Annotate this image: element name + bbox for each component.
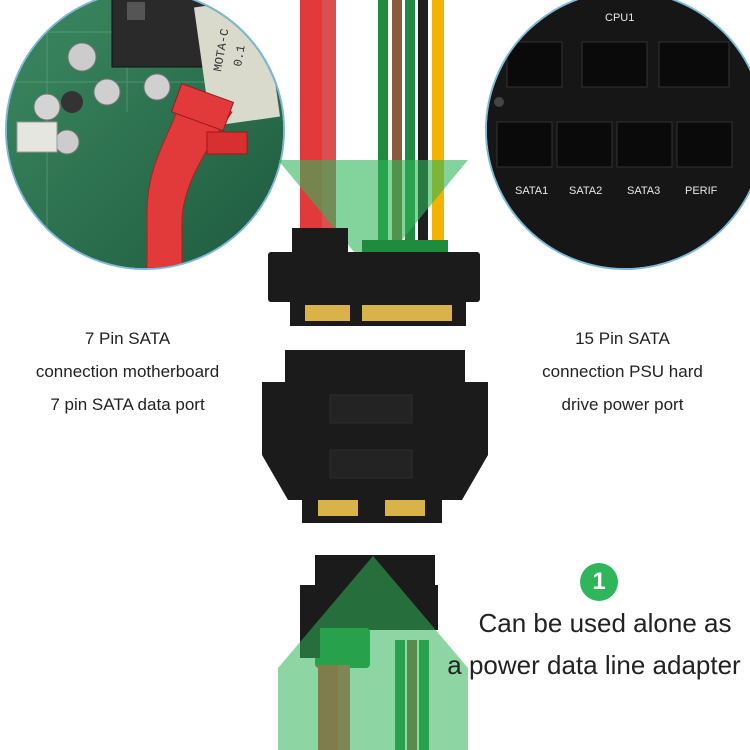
up-arrow: [278, 556, 468, 750]
right-caption-line-1: 15 Pin SATA: [575, 329, 670, 348]
psu-label-cpu: CPU1: [605, 12, 635, 24]
step-number-badge: 1: [580, 563, 618, 601]
middle-adapter: [262, 350, 488, 523]
psu-illustration: [487, 0, 750, 268]
right-caption-line-2: connection PSU hard: [542, 362, 703, 381]
usage-note-line-1: Can be used alone as: [478, 608, 732, 638]
down-arrow: [278, 160, 468, 275]
motherboard-closeup: MOTA-C 0.1: [5, 0, 285, 270]
psu-label-sata3: SATA3: [627, 185, 661, 197]
usage-note: Can be used alone as a power data line a…: [447, 602, 750, 686]
left-caption-line-2: connection motherboard: [35, 362, 220, 381]
right-caption-line-3: drive power port: [561, 395, 684, 414]
motherboard-illustration: MOTA-C 0.1: [7, 0, 283, 268]
left-caption: 7 Pin SATA connection motherboard 7 pin …: [0, 322, 255, 421]
left-caption-line-3: 7 pin SATA data port: [50, 395, 205, 414]
psu-closeup: CPU1 SATA1 SATA2 SATA3 PERIF: [485, 0, 750, 270]
usage-note-line-2: a power data line adapter: [447, 650, 741, 680]
psu-label-sata2: SATA2: [569, 185, 603, 197]
right-caption: 15 Pin SATA connection PSU hard drive po…: [495, 322, 750, 421]
left-caption-line-1: 7 Pin SATA: [84, 329, 171, 348]
top-connector: [268, 228, 480, 326]
capacitors: [33, 42, 171, 155]
chip-subtext: 0.1: [231, 44, 249, 68]
psu-label-perif: PERIF: [685, 185, 718, 197]
psu-label-sata1: SATA1: [515, 185, 549, 197]
